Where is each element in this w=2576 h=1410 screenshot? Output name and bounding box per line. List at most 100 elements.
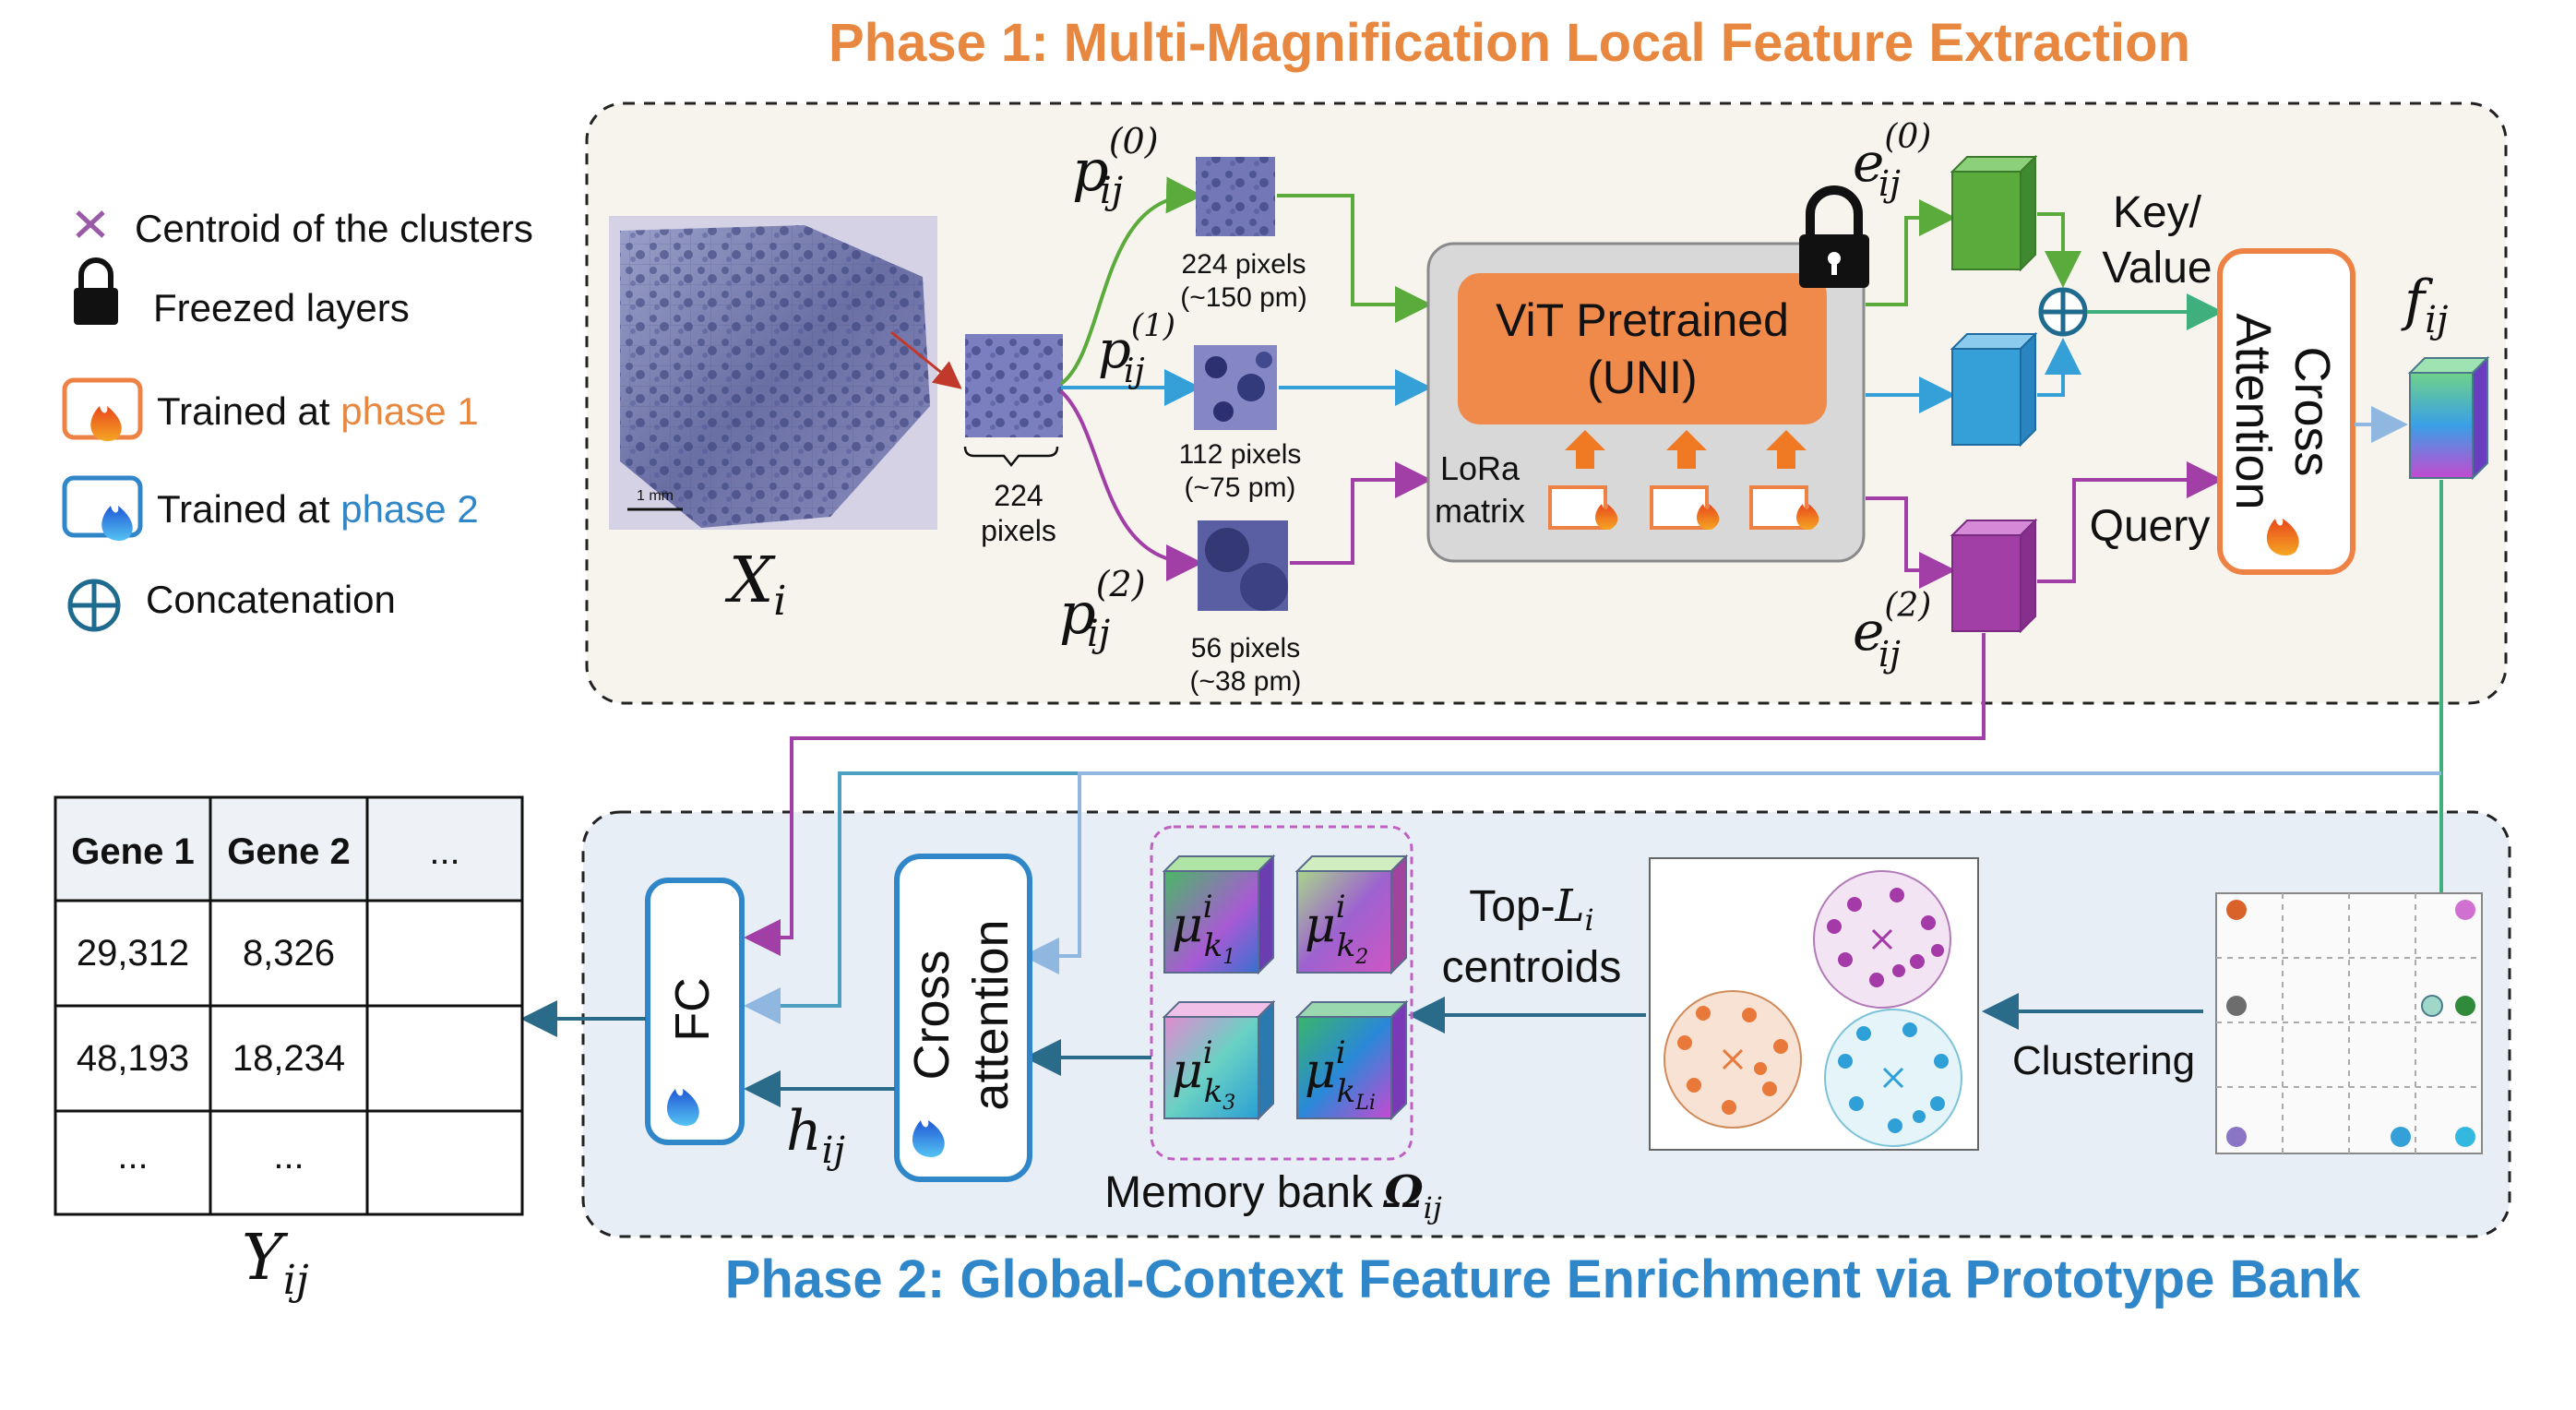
patch2-symbol: p(2) — [1059, 564, 1146, 647]
patch-thumb-2 — [1198, 520, 1288, 611]
patch0-sub: ij — [1100, 170, 1123, 212]
table-cell: 29,312 — [77, 933, 189, 974]
lora-line1: LoRa — [1440, 449, 1521, 487]
crop-unit: pixels — [981, 514, 1056, 547]
table-cell: ... — [273, 1136, 304, 1177]
patch-grid — [2215, 892, 2483, 1154]
legend: Centroid of the clusters Freezed layers … — [62, 207, 533, 632]
legend-trained2: Trained at phase 2 — [157, 487, 479, 531]
query-label: Query — [2090, 502, 2211, 551]
lora-matrix-3 — [1749, 430, 1819, 530]
embedding-cube-2 — [1950, 518, 2038, 634]
patch-thumb-1 — [1194, 345, 1277, 430]
vit-line2: (UNI) — [1587, 352, 1697, 403]
cross-attention-1-line2: Attention — [2225, 313, 2281, 509]
cross-attention-1-flame-icon — [2266, 519, 2299, 556]
cross-attention-2-line1: Cross — [904, 950, 960, 1080]
vit-lock-icon — [1799, 185, 1869, 288]
lora-matrix-2 — [1650, 430, 1720, 530]
lora-line2: matrix — [1435, 492, 1525, 530]
embedding-cube-0 — [1950, 154, 2038, 272]
cluster-panel — [1649, 857, 1979, 1151]
e2-to-fc-connector — [744, 633, 1986, 956]
concat-icon — [67, 579, 121, 632]
fc-box — [645, 878, 745, 1145]
clustering-label: Clustering — [2012, 1038, 2195, 1083]
patch1-caption2: (~75 pm) — [1185, 472, 1296, 503]
table-cell: 18,234 — [233, 1038, 345, 1079]
y-ij-label: Yij — [242, 1222, 309, 1304]
patch1-caption1: 112 pixels — [1179, 439, 1302, 470]
key-value-line1: Key/ — [2113, 188, 2202, 237]
key-value-line2: Value — [2102, 244, 2212, 293]
top-l-line1: Top-Li — [1469, 880, 1593, 938]
patch0-caption1: 224 pixels — [1181, 249, 1306, 280]
vit-line1: ViT Pretrained — [1496, 294, 1789, 346]
wsi-image: 1 mm — [609, 216, 962, 530]
f-to-attention2-connector — [1022, 771, 2441, 974]
centroid-x-icon — [76, 210, 105, 238]
fc-label: FC — [666, 977, 720, 1041]
phase2-panel — [581, 810, 2511, 1238]
top-l-line2: centroids — [1442, 943, 1622, 992]
legend-trained1: Trained at phase 1 — [157, 389, 479, 433]
patch0-to-vit-arrow — [1277, 194, 1432, 323]
wsi-symbol: Xi — [724, 544, 787, 625]
memory-cube-4 — [1294, 999, 1409, 1121]
e1-to-concat-arrow — [2037, 338, 2081, 397]
scale-label: 1 mm — [637, 488, 674, 504]
patch0-symbol: p(0) — [1072, 121, 1159, 204]
patch-thumb-0 — [1196, 157, 1275, 236]
branch-arrow-2 — [1059, 389, 1203, 581]
vit-to-e2-arrow — [1866, 496, 1956, 589]
fc-flame-icon — [666, 1089, 699, 1126]
lora-matrix-1 — [1548, 430, 1618, 530]
e0-symbol: e(0) — [1853, 118, 1931, 194]
table-header-1: Gene 2 — [227, 831, 350, 872]
centroid-markers — [1722, 928, 1904, 1089]
cross-attention-1-line1: Cross — [2284, 346, 2340, 476]
patch0-caption2: (~150 pm) — [1180, 282, 1307, 313]
embedding-cube-1 — [1950, 331, 2038, 448]
h-ij-label: hij — [786, 1099, 845, 1172]
phase1-title: Phase 1: Multi-Magnification Local Featu… — [829, 13, 2190, 73]
patch2-caption2: (~38 pm) — [1190, 666, 1302, 697]
table-header-0: Gene 1 — [71, 831, 194, 872]
trained-phase2-icon — [62, 475, 143, 541]
patch2-to-vit-arrow — [1290, 461, 1432, 565]
patch2-caption1: 56 pixels — [1191, 633, 1300, 663]
patch2-sub: ij — [1087, 613, 1110, 655]
crop-brace — [963, 446, 1059, 468]
cross-attention-2-flame-icon — [912, 1120, 945, 1157]
legend-centroid: Centroid of the clusters — [135, 207, 533, 250]
cross-attention-2-line2: attention — [963, 919, 1019, 1110]
gene-table — [54, 795, 524, 1216]
vit-pretrained-box — [1458, 273, 1827, 424]
table-cell: 48,193 — [77, 1038, 189, 1079]
cross-attention-2-box — [894, 854, 1032, 1182]
memory-cube-2 — [1294, 854, 1409, 975]
patch1-sub: ij — [1124, 352, 1145, 390]
crop-size: 224 — [994, 479, 1043, 512]
legend-concat: Concatenation — [146, 578, 396, 621]
e0-to-concat-arrow — [2037, 212, 2081, 288]
table-cell: 8,326 — [243, 933, 335, 974]
e0-sub: ij — [1878, 163, 1901, 204]
crop-patch — [965, 334, 1063, 437]
f-ij-cube — [2407, 355, 2490, 481]
e2-symbol: e(2) — [1853, 587, 1931, 663]
vit-to-e0-arrow — [1866, 199, 1956, 306]
trained-phase1-icon — [62, 377, 143, 441]
lock-icon — [74, 257, 118, 325]
table-header-2: ... — [429, 831, 459, 872]
branch-arrow-0 — [1059, 176, 1203, 386]
cluster-dots — [1677, 888, 1949, 1133]
patch1-symbol: p(1) — [1098, 307, 1175, 380]
